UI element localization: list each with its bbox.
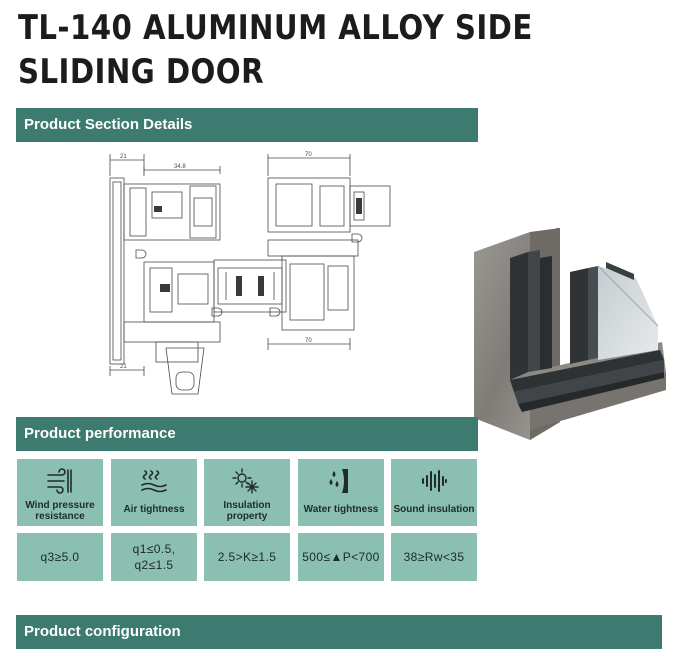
insulation-value: 2.5>K≥1.5 (217, 550, 277, 564)
configuration-header: Product configuration (16, 615, 662, 649)
air-tightness-icon (141, 470, 167, 493)
performance-header: Product performance (16, 417, 478, 451)
sound-value-cell: 38≥Rw<35 (391, 533, 477, 581)
section-details-header: Product Section Details (16, 108, 478, 142)
insulation-icon (232, 468, 259, 494)
performance-cell-insulation: Insulation property (204, 459, 290, 526)
water-label: Water tightness (303, 504, 379, 515)
performance-cell-air: Air tightness (111, 459, 197, 526)
dim-bottom-right: 70 (305, 338, 312, 344)
wind-value-cell: q3≥5.0 (17, 533, 103, 581)
air-value-line-1: q1≤0.5, (132, 542, 176, 556)
performance-cell-wind: Wind pressure resistance (17, 459, 103, 526)
wind-label-line-2: resistance (35, 511, 85, 522)
sound-insulation-icon (422, 470, 447, 492)
air-value-cell: q1≤0.5, q2≤1.5 (111, 533, 197, 581)
wind-pressure-icon (47, 468, 72, 494)
performance-cell-sound: Sound insulation (391, 459, 477, 526)
title-line-2: SLIDING DOOR (18, 52, 265, 92)
section-drawing: 21 34.8 70 21 70 (109, 152, 391, 395)
water-tightness-icon (329, 469, 348, 493)
insulation-label-line-1: Insulation (223, 500, 271, 511)
wind-value: q3≥5.0 (40, 550, 80, 564)
sound-value: 38≥Rw<35 (403, 550, 465, 564)
insulation-value-cell: 2.5>K≥1.5 (204, 533, 290, 581)
page-title: TL-140 ALUMINUM ALLOY SIDE SLIDING DOOR (18, 6, 577, 94)
dim-top-mid: 34.8 (174, 164, 186, 170)
air-value-line-2: q2≤1.5 (134, 558, 174, 572)
water-value: 500≤▲P<700 (302, 550, 380, 564)
dim-bottom-left: 21 (120, 364, 127, 370)
air-label: Air tightness (123, 504, 185, 515)
dim-top-right: 70 (305, 152, 312, 158)
insulation-label-line-2: property (226, 511, 268, 522)
profile-render (474, 228, 666, 440)
title-line-1: TL-140 ALUMINUM ALLOY SIDE (18, 8, 533, 48)
dim-top-left: 21 (120, 154, 127, 160)
wind-label-line-1: Wind pressure (25, 500, 95, 511)
water-value-cell: 500≤▲P<700 (298, 533, 384, 581)
sound-label: Sound insulation (393, 504, 475, 515)
performance-cell-water: Water tightness (298, 459, 384, 526)
